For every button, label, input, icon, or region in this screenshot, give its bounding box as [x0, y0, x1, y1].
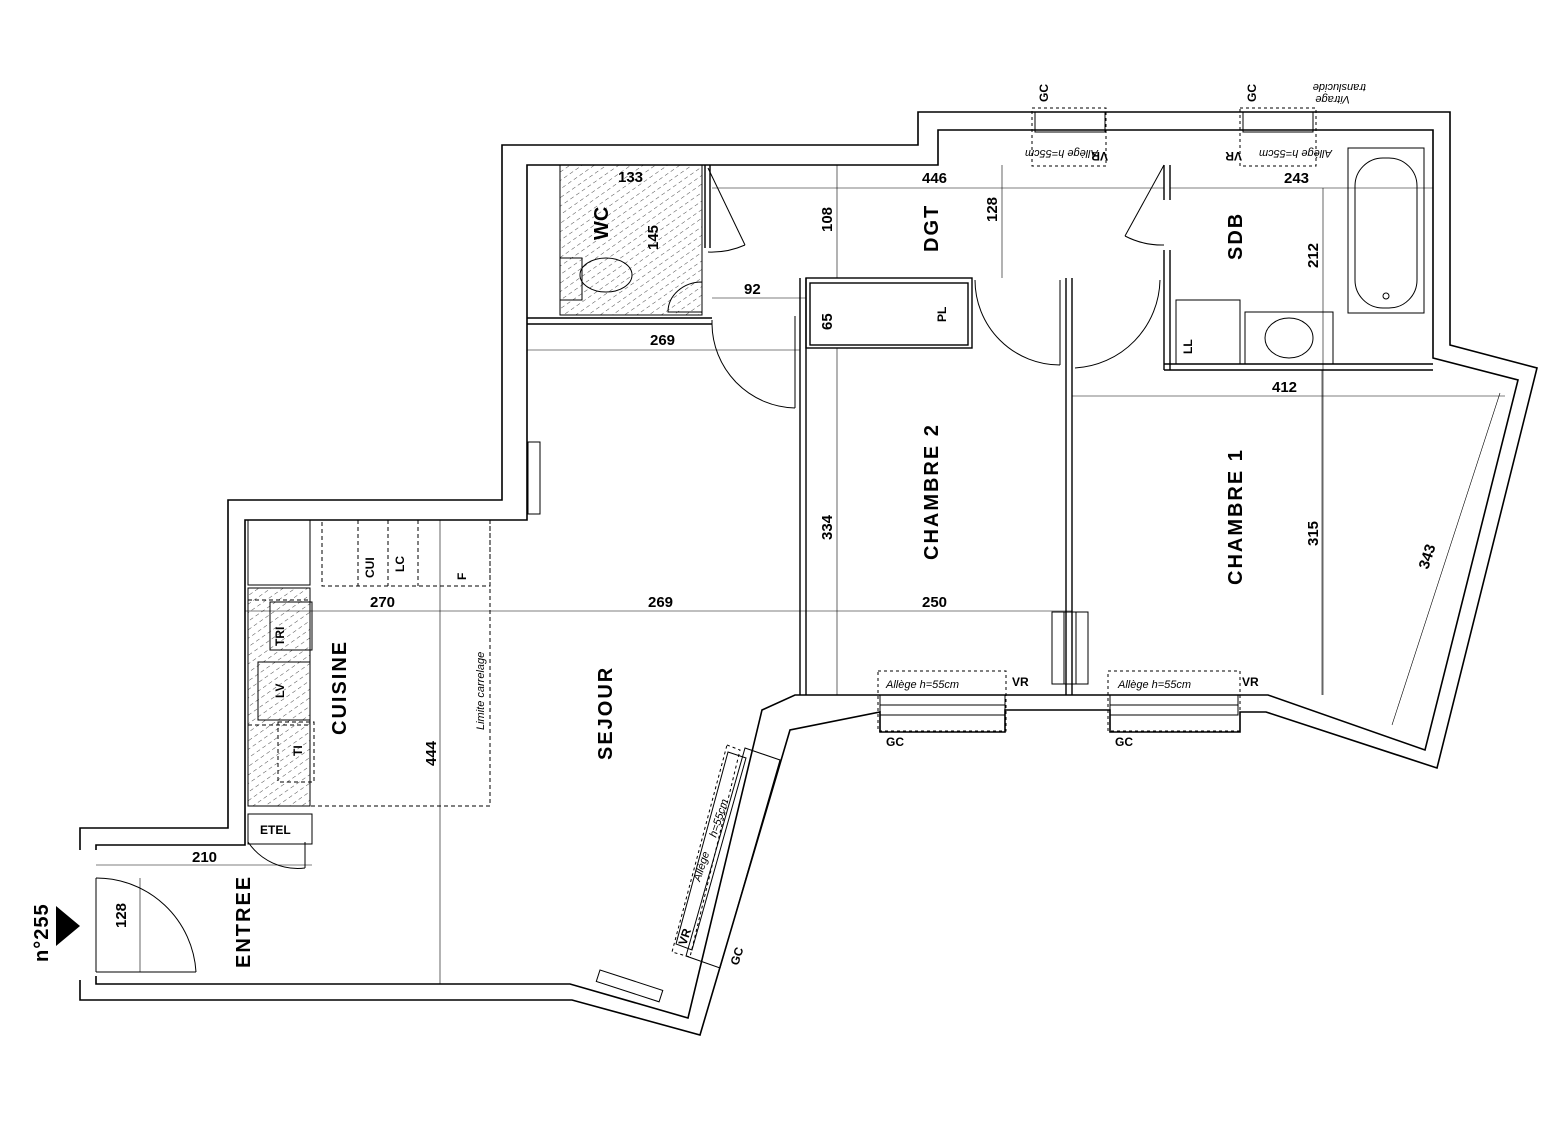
dim-dgt-height: 108 — [819, 207, 836, 232]
dim-wc-height: 145 — [645, 225, 662, 250]
dim-dgt-width: 446 — [922, 170, 947, 187]
allege-label-top-right: Allège h=55cm — [1259, 147, 1333, 159]
dim-sdb-height: 212 — [1305, 243, 1322, 268]
gc-label-top-right: GC — [1245, 84, 1259, 102]
door-swings — [95, 164, 1165, 973]
room-chambre1: CHAMBRE 1 — [1225, 448, 1247, 585]
dim-entree-height: 128 — [113, 903, 130, 928]
dim-pl-width: 92 — [744, 281, 761, 298]
fixtures — [247, 147, 1425, 1003]
gc-label-ch1: GC — [1115, 735, 1133, 749]
room-chambre2: CHAMBRE 2 — [921, 423, 943, 560]
room-sdb: SDB — [1225, 212, 1247, 260]
dim-sejour-height: 444 — [423, 740, 440, 766]
dim-sejour-width: 269 — [648, 594, 673, 611]
fixture-cui: CUI — [363, 557, 377, 578]
fixture-lv: LV — [273, 684, 287, 698]
fixture-lc: LC — [393, 556, 407, 572]
vr-label-sejour: VR — [676, 926, 695, 946]
fixture-tri: TRI — [273, 627, 287, 646]
vr-label-ch1: VR — [1242, 675, 1259, 689]
fixture-ti: TI — [291, 745, 305, 756]
vr-label-top-left: VR — [1091, 149, 1108, 163]
vr-label-ch2: VR — [1012, 675, 1029, 689]
limite-carrelage-label: Limite carrelage — [475, 652, 487, 730]
room-dgt: DGT — [921, 204, 943, 252]
allege-label-ch2: Allège h=55cm — [885, 679, 959, 691]
gc-label-top-left: GC — [1037, 84, 1051, 102]
dim-ch1-diagonal: 343 — [1416, 542, 1440, 571]
dim-kitchen-width: 270 — [370, 594, 395, 611]
fixture-ll: LL — [1181, 339, 1195, 354]
dim-wc-width: 133 — [618, 169, 643, 186]
room-wc: WC — [591, 207, 613, 240]
allege-label-ch1: Allège h=55cm — [1117, 679, 1191, 691]
gc-label-ch2: GC — [886, 735, 904, 749]
dim-pl-height: 65 — [819, 313, 836, 330]
gc-label-sejour: GC — [728, 945, 747, 967]
room-entree: ENTREE — [233, 875, 255, 968]
dim-entree-width: 210 — [192, 849, 217, 866]
fixture-pl: PL — [935, 307, 949, 322]
dim-hall-width: 269 — [650, 332, 675, 349]
translucide-label: translucide — [1313, 81, 1366, 93]
dim-ch1-width: 412 — [1272, 379, 1297, 396]
dimension-lines — [96, 165, 1505, 984]
dim-ch2-width: 250 — [922, 594, 947, 611]
wc-floor-hatch — [559, 164, 703, 316]
dim-sdb-width: 243 — [1284, 170, 1309, 187]
fixture-f: F — [455, 573, 469, 580]
entry-arrow — [56, 906, 80, 946]
vr-label-top-right: VR — [1225, 149, 1242, 163]
exterior-walls — [79, 111, 1538, 1036]
dim-dgt-height2: 128 — [984, 197, 1001, 222]
vitrage-label: Vitrage — [1315, 93, 1350, 105]
fixture-etel: ETEL — [260, 823, 291, 837]
room-cuisine: CUISINE — [329, 640, 351, 735]
dim-ch1-height: 315 — [1305, 521, 1322, 546]
lot-number: n°255 — [31, 903, 53, 962]
dim-ch2-height: 334 — [819, 514, 836, 540]
windows — [671, 107, 1317, 969]
allege-label-top-left: Allège h=55cm — [1025, 147, 1099, 159]
room-sejour: SEJOUR — [595, 666, 617, 760]
